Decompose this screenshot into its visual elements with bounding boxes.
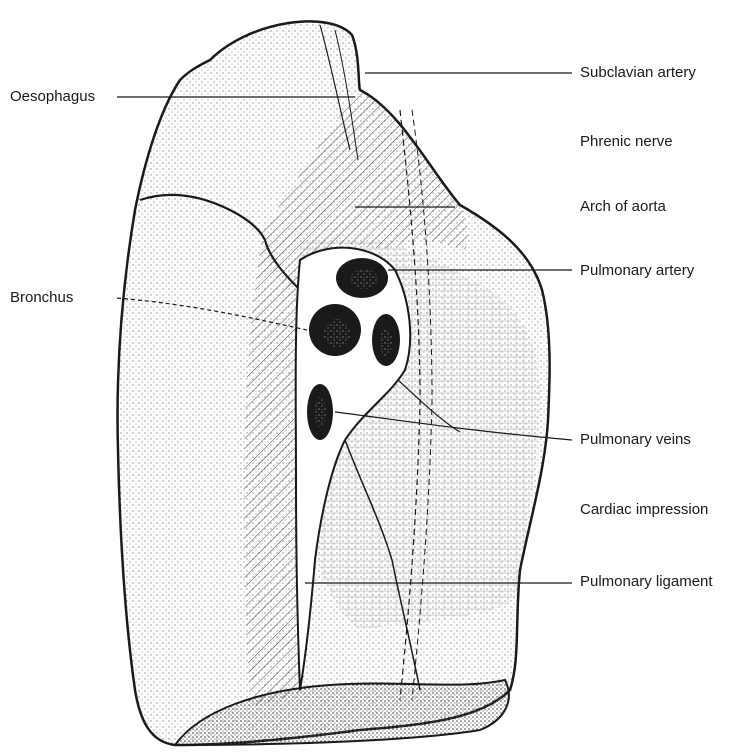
label-pulmonary-veins: Pulmonary veins <box>580 431 691 449</box>
label-pulmonary-ligament: Pulmonary ligament <box>580 573 713 591</box>
label-pulmonary-artery: Pulmonary artery <box>580 262 694 280</box>
label-cardiac-impression: Cardiac impression <box>580 501 708 519</box>
label-arch-of-aorta: Arch of aorta <box>580 198 666 216</box>
label-oesophagus: Oesophagus <box>10 88 95 106</box>
label-subclavian-artery: Subclavian artery <box>580 64 696 82</box>
label-phrenic-nerve: Phrenic nerve <box>580 133 673 151</box>
label-bronchus: Bronchus <box>10 289 73 307</box>
lung-body <box>118 21 550 745</box>
